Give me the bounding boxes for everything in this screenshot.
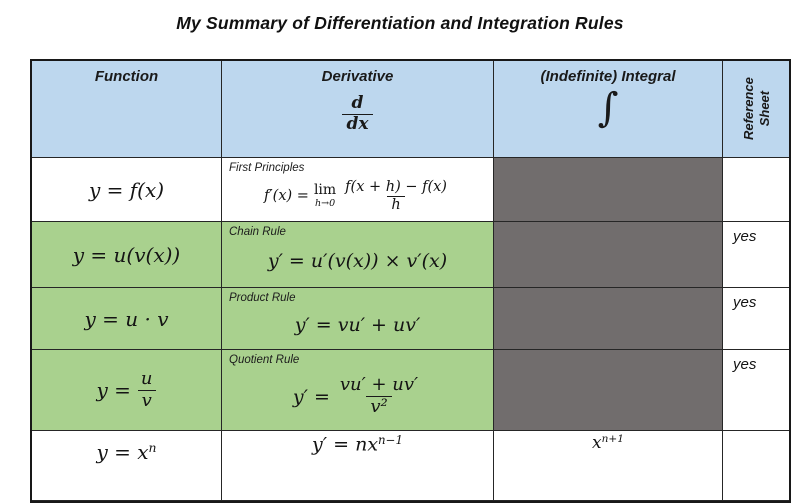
document-page: { "title": "My Summary of Differentiatio… — [30, 13, 791, 503]
header-function: Function — [32, 61, 222, 158]
header-reference-rotated-label: Reference Sheet — [740, 77, 771, 141]
integral-cell-blocked-row1 — [494, 158, 723, 222]
header-derivative: Derivative d dx — [222, 61, 494, 158]
integral-cell-blocked-row3 — [494, 288, 723, 350]
header-derivative-label: Derivative — [321, 68, 394, 85]
function-cell-row5: y = xn — [32, 431, 222, 501]
d-dx-symbol: d dx — [222, 93, 493, 135]
derivative-formula: y′ = vu′ + uv′ v² — [292, 374, 419, 417]
integral-icon: ∫ — [597, 85, 619, 131]
integral-cell-row5: xn+1 — [494, 431, 723, 501]
reference-cell-row4: yes — [723, 350, 789, 431]
function-cell-row1: y = f(x) — [32, 158, 222, 222]
integral-cell-blocked-row2 — [494, 222, 723, 288]
function-cell-row2: y = u(v(x)) — [32, 222, 222, 288]
derivative-cell-row5: y′ = nxn−1 — [222, 431, 494, 501]
derivative-cell-row1: First Principles f′(x) = lim h→0 f(x + h… — [222, 158, 494, 222]
derivative-cell-row2: Chain Rule y′ = u′(v(x)) × v′(x) — [222, 222, 494, 288]
reference-cell-row1 — [723, 158, 789, 222]
rule-name: Product Rule — [229, 292, 296, 304]
rules-table: Function Derivative d dx (Indefinite) In… — [30, 59, 791, 503]
derivative-formula: y′ = nxn−1 — [312, 433, 403, 456]
derivative-formula: y′ = u′(v(x)) × v′(x) — [267, 250, 448, 272]
reference-cell-row5 — [723, 431, 789, 501]
reference-cell-row2: yes — [723, 222, 789, 288]
function-cell-row4: y = u v — [32, 350, 222, 431]
header-integral: (Indefinite) Integral ∫ — [494, 61, 723, 158]
function-formula: y = u(v(x)) — [72, 242, 181, 267]
derivative-formula: f′(x) = lim h→0 f(x + h) − f(x) h — [264, 178, 447, 213]
header-reference-sheet: Reference Sheet — [723, 61, 789, 158]
header-function-label: Function — [94, 68, 159, 85]
rule-name: First Principles — [229, 162, 305, 174]
page-title: My Summary of Differentiation and Integr… — [176, 13, 624, 33]
derivative-cell-row4: Quotient Rule y′ = vu′ + uv′ v² — [222, 350, 494, 431]
integral-cell-blocked-row4 — [494, 350, 723, 431]
function-formula: y = f(x) — [88, 177, 165, 202]
limit-symbol: lim h→0 — [313, 182, 337, 210]
integral-symbol-wrap: ∫ — [494, 86, 722, 130]
function-formula: y = u · v — [84, 306, 169, 331]
derivative-formula: y′ = vu′ + uv′ — [294, 314, 421, 336]
rule-name: Chain Rule — [229, 226, 286, 238]
integral-formula: xn+1 — [592, 433, 624, 453]
function-formula: y = xn — [96, 440, 157, 464]
d-dx-denominator: dx — [342, 113, 373, 135]
derivative-cell-row3: Product Rule y′ = vu′ + uv′ — [222, 288, 494, 350]
function-cell-row3: y = u · v — [32, 288, 222, 350]
d-dx-numerator: d — [351, 93, 364, 113]
reference-cell-row3: yes — [723, 288, 789, 350]
rule-name: Quotient Rule — [229, 354, 300, 366]
header-integral-label: (Indefinite) Integral — [540, 68, 676, 85]
